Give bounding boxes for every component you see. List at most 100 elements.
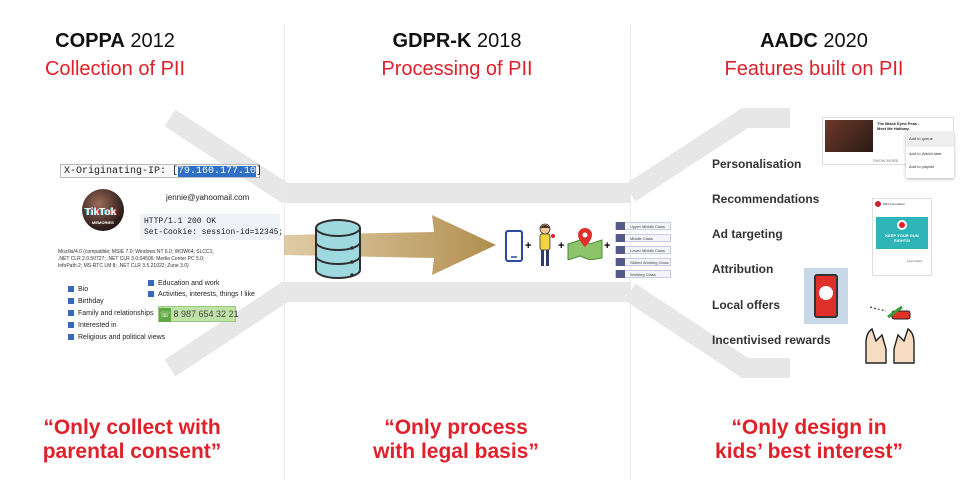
aadc-subtitle: Features built on PII [724,58,904,80]
email-text: jennie@yahoomail.com [166,193,250,202]
plus-sign-3: + [604,240,611,252]
check-icon [68,334,74,340]
http-response-box: HTTP/1.1 200 OK Set-Cookie: session-id=1… [140,214,284,240]
coppa-law: COPPA [55,30,125,52]
ad-footer: Learn More [907,259,923,263]
menu-item-watch-later: Add to Watch later [909,151,942,156]
feature-ad-targeting: Ad targeting [712,227,783,241]
arrow-shape [284,215,496,275]
class-label: Skilled Working Class [630,260,669,265]
profile-field-label: Family and relationships [78,310,154,317]
ip-header-box: X-Originating-IP: [79.160.177.10] [60,164,263,178]
profile-field-family: Family and relationships [68,310,153,317]
ad-logo-icon [875,201,881,207]
check-icon [148,280,154,286]
gdprk-subtitle: Processing of PII [381,58,533,80]
coppa-quote: “Only collect with parental consent” [0,416,294,464]
profile-field-label: Birthday [78,298,104,305]
ad-target-icon [897,220,907,230]
phone-badge: ☏ 8 987 654 32 21 [158,306,239,322]
funnel-band-top-right [624,108,790,202]
user-agent-line-1: Mozilla/4.0 (compatible; MSIE 7.0; Windo… [58,249,214,255]
check-icon [68,310,74,316]
check-icon [68,322,74,328]
class-bullet-icon [616,258,625,266]
local-offer-image [804,268,848,324]
plus-sign-1: + [525,240,532,252]
smartphone-icon [505,230,523,262]
plus-sign-2: + [558,240,565,252]
profile-field-label: Education and work [158,280,220,287]
funnel-band-bottom-right [624,283,790,378]
class-item-middle: Middle Class [615,234,671,242]
feature-personalisation: Personalisation [712,157,802,171]
gdprk-law: GDPR-K [392,30,472,52]
ad-banner: KEEP YOUR GUN RIGHTS! [876,217,928,249]
profile-field-bio: Bio [68,286,88,293]
class-item-skilled-working: Skilled Working Class [615,258,671,266]
phone-number: 8 987 654 32 21 [173,309,239,319]
class-item-lower-middle: Lower Middle Class [615,246,671,254]
profile-field-activities: Activities, interests, things I like [148,291,255,298]
ad-text: KEEP YOUR GUN RIGHTS! [885,233,919,243]
check-icon [68,298,74,304]
coppa-subtitle: Collection of PII [44,58,186,80]
tiktok-label: TikTok [85,207,117,218]
menu-item-queue: Add to queue [906,132,954,147]
profile-field-label: Bio [78,286,89,293]
profile-field-education: Education and work [148,280,219,287]
feature-local-offers: Local offers [712,298,781,312]
video-thumbnail [825,120,873,152]
feature-recommendations: Recommendations [712,192,820,206]
aadc-quote: “Only design in kids’ best interest” [647,416,971,464]
aadc-law: AADC [760,30,818,52]
coupon-circle [819,286,833,300]
menu-item-playlist: Add to playlist [909,164,934,169]
profile-field-interested: Interested in [68,322,117,329]
user-agent-line-2: .NET CLR 2.0.50727; .NET CLR 3.0.04506; … [58,256,205,262]
ip-value: 79.160.177.10 [178,166,257,177]
coppa-quote-line-2: parental consent” [42,440,222,463]
tiktok-avatar: TikTok MEMORIES [82,189,124,231]
http-line-1: HTTP/1.1 200 OK [144,217,217,226]
profile-field-label: Religious and political views [78,334,166,341]
aadc-heading: AADC 2020 [652,30,974,53]
ip-header-close: ] [256,166,263,177]
profile-field-label: Activities, interests, things I like [158,291,255,298]
ad-header: NRA Foundation [883,202,906,206]
gdprk-heading: GDPR-K 2018 [295,30,619,53]
class-label: Middle Class [630,236,653,241]
reward-hands-icon [865,305,915,364]
phone-icon: ☏ [159,308,171,322]
class-bullet-icon [616,222,625,230]
gdprk-year: 2018 [476,30,522,52]
coppa-heading: COPPA 2012 [0,30,277,53]
class-bullet-icon [616,246,625,254]
class-item-upper-middle: Upper Middle Class [615,222,671,230]
user-agent-string: Mozilla/4.0 (compatible; MSIE 7.0; Windo… [58,249,214,270]
aadc-quote-line-2: kids’ best interest” [715,440,903,463]
class-item-working: Working Class [615,270,671,278]
ad-card: NRA Foundation KEEP YOUR GUN RIGHTS! Lea… [872,198,932,276]
aadc-year: 2020 [823,30,868,52]
phone-coupon-icon [814,274,838,318]
tiktok-sub: MEMORIES [92,220,114,225]
ip-header-label: X-Originating-IP: [ [64,166,179,177]
profile-field-religious: Religious and political views [68,334,165,341]
class-label: Upper Middle Class [630,224,665,229]
video-context-menu: Add to queue Add to Watch later Add to p… [906,132,954,178]
class-label: Working Class [630,272,656,277]
funnel-band-top-left [164,109,630,203]
processing-arrow [284,215,496,275]
child-figure-icon [539,223,555,266]
map-location-icon [567,228,603,260]
user-agent-line-3: InfoPath.2; MS-RTC LM 8; .NET CLR 3.5.21… [58,263,189,269]
check-icon [148,291,154,297]
video-title: The Black Eyed Peas - Meet Me Halfway [877,121,920,131]
coppa-year: 2012 [130,30,175,52]
http-line-2: Set-Cookie: session-id=12345; [144,228,284,237]
coppa-quote-line-1: “Only collect with [43,416,221,439]
video-show-more: SHOW MORE [873,158,899,163]
class-label: Lower Middle Class [630,248,665,253]
